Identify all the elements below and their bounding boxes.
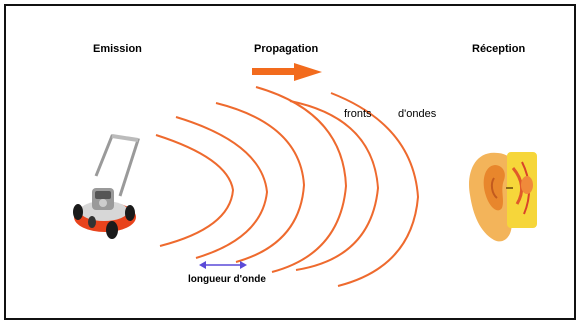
propagation-label: Propagation: [254, 43, 319, 55]
wavefronts: [155, 86, 420, 287]
wavefront-3: [215, 102, 306, 263]
reception-label: Réception: [472, 43, 526, 55]
emission-label: Emission: [93, 43, 142, 55]
wavefront-5: [289, 100, 380, 271]
propagation-arrow: [252, 63, 322, 81]
wavefront-2: [175, 116, 269, 259]
wavefront-6: [330, 92, 420, 287]
ondes-label: d'ondes: [398, 108, 437, 120]
ear-icon: [469, 152, 537, 242]
fronts-label: fronts: [344, 108, 372, 120]
wavefront-4: [255, 86, 348, 273]
wavelength-arrow: [199, 261, 247, 269]
lawn-mower-icon: [73, 134, 140, 239]
wavelength-label: longueur d'onde: [188, 274, 266, 285]
wavefront-1: [155, 134, 235, 247]
